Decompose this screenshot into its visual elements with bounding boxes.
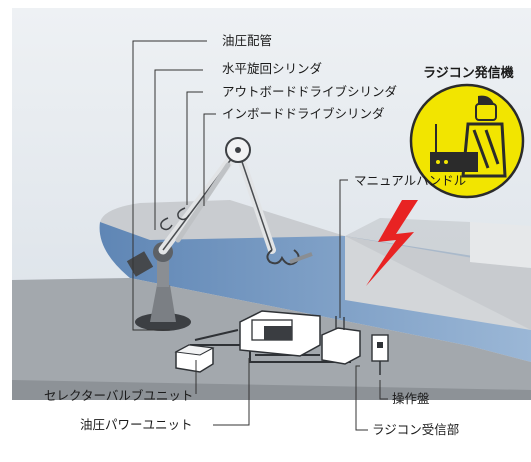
label-radio-receiver: ラジコン受信部 xyxy=(372,422,460,437)
operator-icon xyxy=(430,95,507,178)
outboard-arm-outline xyxy=(237,149,273,251)
arm-end-pipe xyxy=(289,252,313,264)
label-hydraulic-piping: 油圧配管 xyxy=(222,33,273,48)
arm-riser xyxy=(157,255,169,287)
radio-receiver-box xyxy=(321,327,361,365)
superstructure-block xyxy=(470,222,531,268)
label-control-panel: 操作盤 xyxy=(392,391,430,406)
label-inboard-drive-cylinder: インボードドライブシリンダ xyxy=(222,106,385,121)
label-manual-handle: マニュアルハンドル xyxy=(354,173,467,188)
quay-floor-shadow xyxy=(12,380,531,400)
label-radio-transmitter: ラジコン発信機 xyxy=(423,66,514,81)
label-horizontal-slewing-cylinder: 水平旋回シリンダ xyxy=(222,61,323,76)
label-outboard-drive-cylinder: アウトボードドライブシリンダ xyxy=(222,84,398,99)
label-selector-valve-unit: セレクターバルブユニット xyxy=(44,388,194,403)
hose-loops xyxy=(160,207,190,231)
label-hydraulic-power-unit: 油圧パワーユニット xyxy=(80,417,193,432)
elbow-sheave-hub xyxy=(235,147,241,153)
control-panel-button xyxy=(377,342,383,348)
drive-cylinder xyxy=(175,162,231,243)
superstructure-top xyxy=(345,218,531,330)
leader-lines xyxy=(132,40,388,431)
power-unit-tank xyxy=(264,326,292,340)
selector-valve-box-top xyxy=(174,344,215,356)
arm-pedestal xyxy=(150,285,176,322)
ship-deck xyxy=(100,200,345,240)
